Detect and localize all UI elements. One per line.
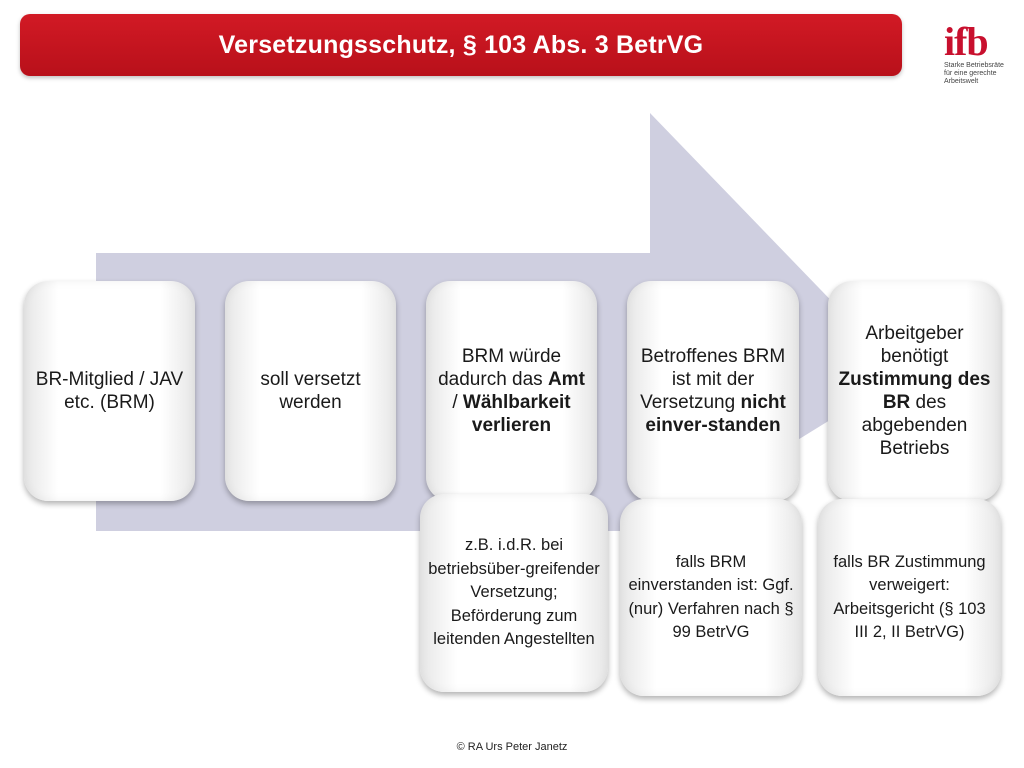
step-text-segment: Arbeitgeber benötigt [865,323,964,367]
logo-tagline-line: Arbeitswelt [944,78,979,85]
note-text-3: falls BR Zustimmung verweigert: Arbeitsg… [833,552,986,642]
logo-word: ifb [944,19,989,64]
note-text-1: z.B. i.d.R. bei betriebsüber-greifender … [428,536,600,649]
step-text-3: BRM würde dadurch das Amt / Wählbarkeit … [434,345,589,437]
step-text-segment: des abgebenden Betriebs [861,392,968,459]
step-box-5: Arbeitgeber benötigt Zustimmung des BR d… [828,281,1001,501]
step-text-segment: BR-Mitglied / JAV etc. (BRM) [35,369,184,413]
logo-tagline: Starke Betriebsräte für eine gerechte Ar… [944,62,1008,86]
step-box-4: Betroffenes BRM ist mit der Versetzung n… [627,281,799,501]
step-text-segment: Zustimmung des BR [838,369,991,413]
note-box-1: z.B. i.d.R. bei betriebsüber-greifender … [420,494,608,692]
step-text-segment: BRM würde dadurch das [438,346,562,390]
ifb-logo: ifb Starke Betriebsräte für eine gerecht… [944,19,1008,92]
note-text-2: falls BRM einverstanden ist: Ggf. (nur) … [628,552,794,642]
logo-tagline-line: Starke Betriebsräte [944,62,1004,69]
step-text-segment: soll versetzt werden [260,369,361,413]
step-text-segment: Wählbarkeit verlieren [462,392,571,436]
step-text-5: Arbeitgeber benötigt Zustimmung des BR d… [836,322,993,460]
slide-title: Versetzungsschutz, § 103 Abs. 3 BetrVG [218,30,704,59]
step-box-2: soll versetzt werden [225,281,396,501]
step-text-segment: Amt [547,369,585,390]
note-box-3: falls BR Zustimmung verweigert: Arbeitsg… [818,499,1001,696]
step-text-segment: nicht einver-standen [645,392,786,436]
logo-tagline-line: für eine gerechte [944,70,997,77]
step-text-segment: Betroffenes BRM ist mit der Versetzung [640,346,786,413]
step-text-1: BR-Mitglied / JAV etc. (BRM) [32,368,187,414]
title-bar: Versetzungsschutz, § 103 Abs. 3 BetrVG [20,14,902,76]
copyright-footer: © RA Urs Peter Janetz [456,741,568,753]
note-box-2: falls BRM einverstanden ist: Ggf. (nur) … [620,499,802,696]
step-text-4: Betroffenes BRM ist mit der Versetzung n… [635,345,791,437]
step-text-2: soll versetzt werden [233,368,388,414]
step-text-segment: / [452,392,463,413]
step-box-3: BRM würde dadurch das Amt / Wählbarkeit … [426,281,597,501]
step-box-1: BR-Mitglied / JAV etc. (BRM) [24,281,195,501]
